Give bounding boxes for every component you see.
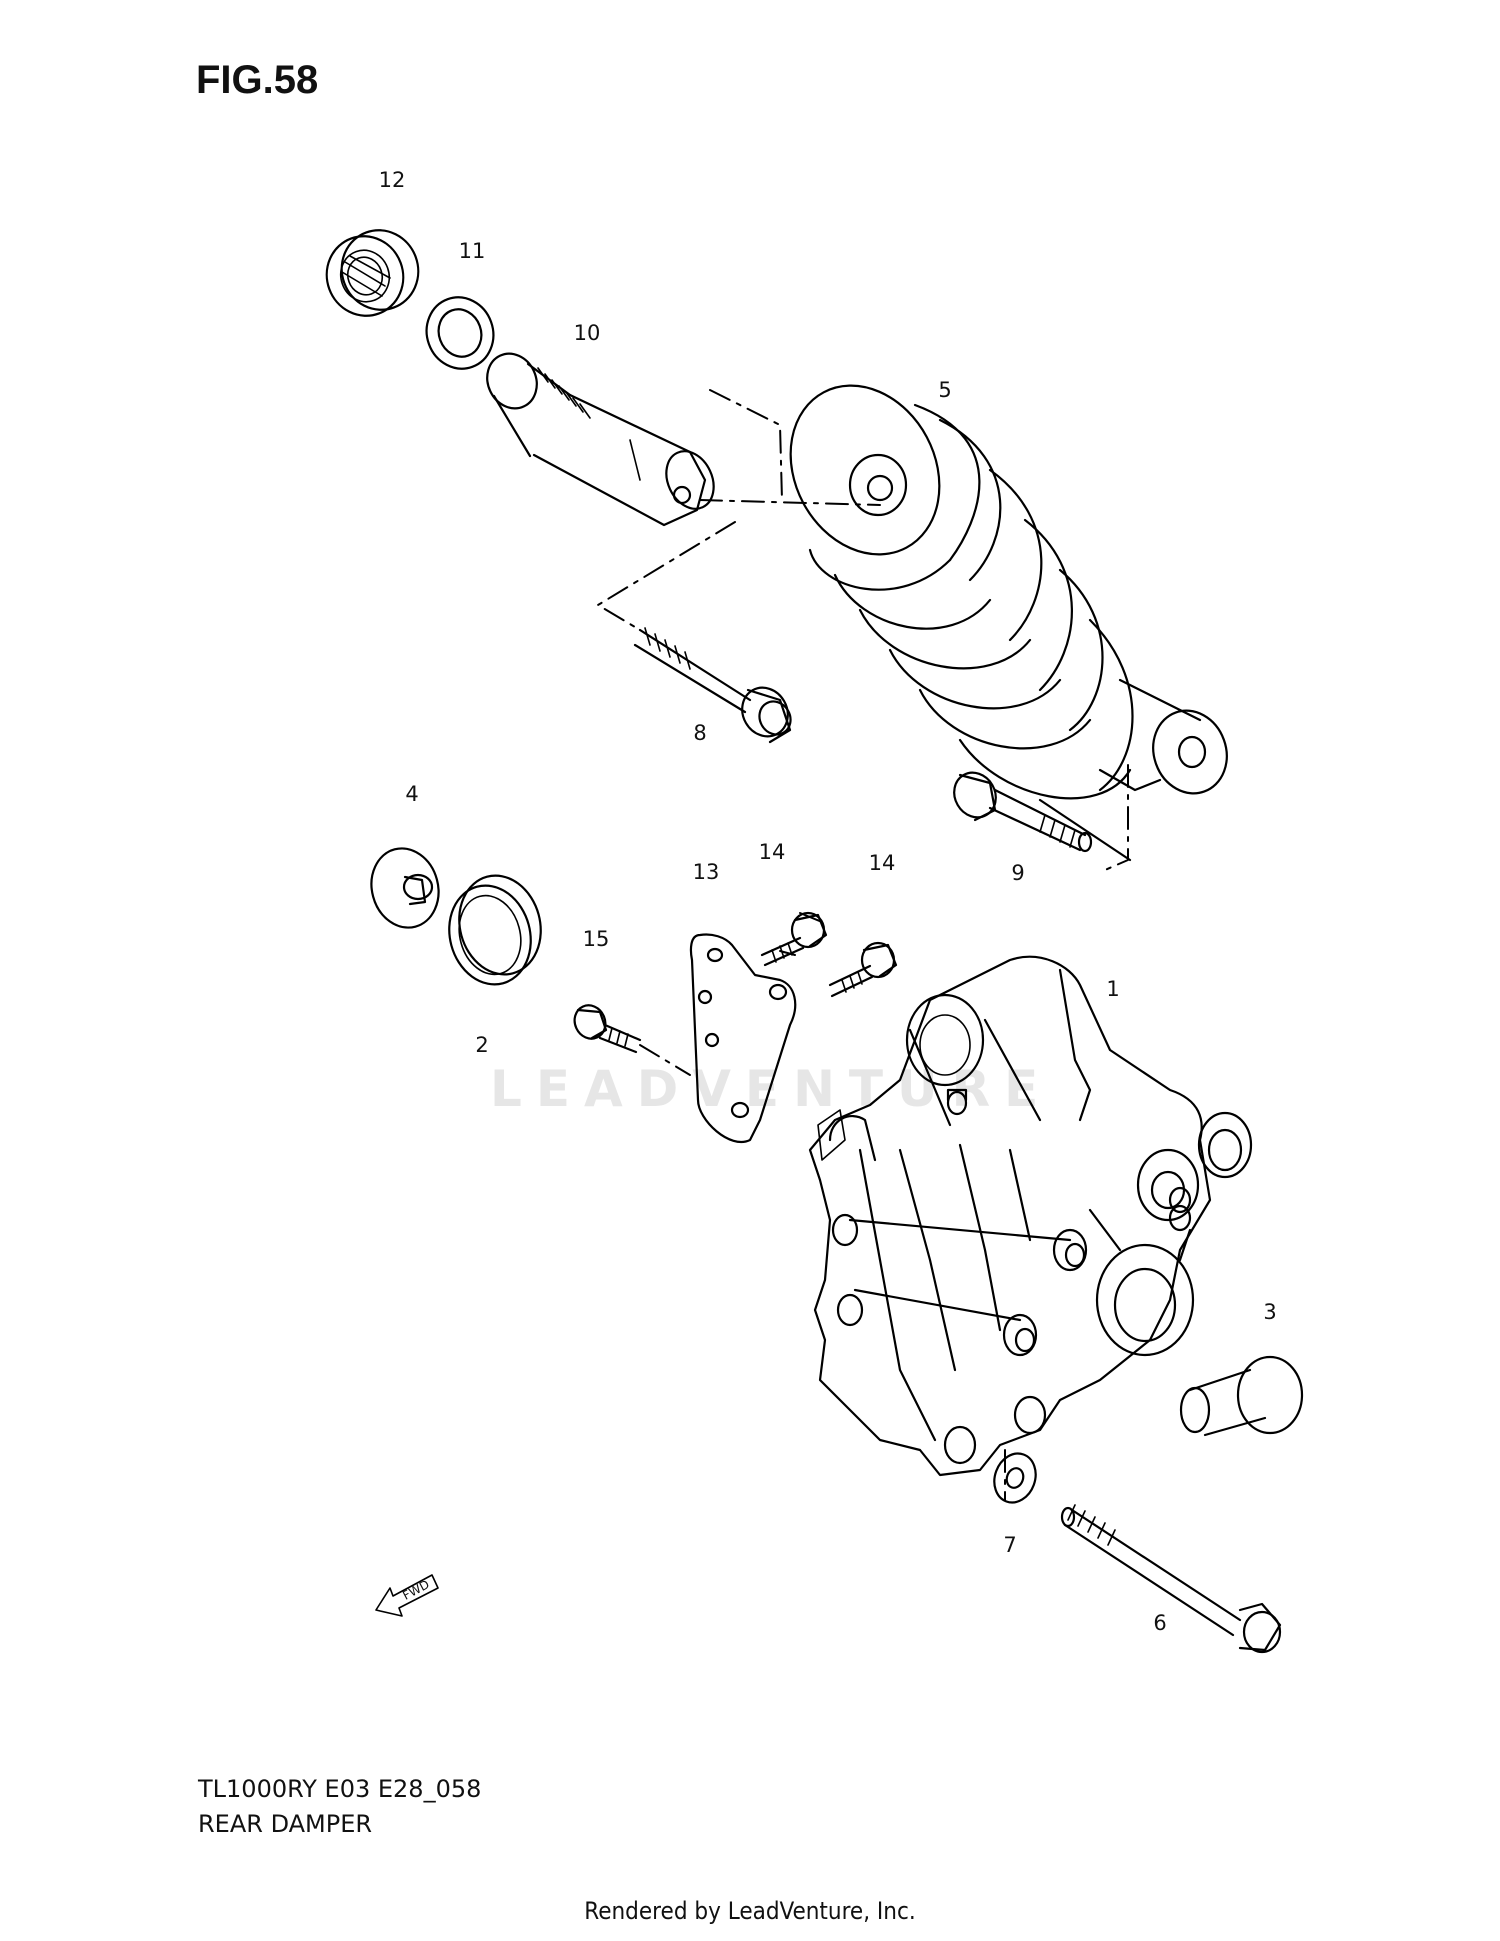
part-13-bracket[interactable] — [689, 933, 797, 1143]
callout-13: 13 — [692, 860, 720, 884]
part-7-washer[interactable] — [988, 1448, 1043, 1509]
part-11-washer[interactable] — [417, 288, 504, 378]
callout-12: 12 — [378, 168, 406, 192]
part-3-cap[interactable] — [1179, 1355, 1304, 1437]
part-9-bolt[interactable] — [946, 765, 1093, 853]
part-5-shock-absorber[interactable] — [762, 359, 1238, 862]
callout-14b: 14 — [868, 851, 896, 875]
part-6-bolt[interactable] — [1060, 1504, 1282, 1654]
callout-7: 7 — [1003, 1533, 1017, 1557]
part-15-bolt[interactable] — [569, 1000, 642, 1054]
part-14-bolt-a[interactable] — [760, 911, 828, 967]
part-1-damper-body[interactable] — [808, 955, 1253, 1477]
callout-2: 2 — [475, 1033, 489, 1057]
part-10-upper-mount[interactable] — [478, 345, 722, 527]
callout-6: 6 — [1153, 1611, 1167, 1635]
callout-4: 4 — [405, 782, 419, 806]
callout-8: 8 — [693, 721, 707, 745]
callout-9: 9 — [1011, 861, 1025, 885]
part-8-bolt[interactable] — [633, 627, 797, 745]
model-code: TL1000RY E03 E28_058 — [198, 1775, 482, 1803]
callout-1: 1 — [1106, 977, 1120, 1001]
callout-14a: 14 — [758, 840, 786, 864]
callout-15: 15 — [582, 927, 610, 951]
callout-3: 3 — [1263, 1300, 1277, 1324]
part-4-cap[interactable] — [363, 841, 447, 935]
callout-10: 10 — [573, 321, 601, 345]
callout-11: 11 — [458, 239, 486, 263]
part-12-nut[interactable] — [316, 219, 430, 326]
part-14-bolt-b[interactable] — [828, 941, 898, 998]
section-name: REAR DAMPER — [198, 1810, 373, 1838]
callout-5: 5 — [938, 378, 952, 402]
part-2-ring[interactable] — [438, 866, 551, 993]
forward-arrow-icon — [375, 1574, 439, 1617]
figure-title: FIG.58 — [196, 58, 319, 102]
footer-credit: Rendered by LeadVenture, Inc. — [584, 1897, 916, 1925]
leader-lines — [597, 389, 1129, 1501]
